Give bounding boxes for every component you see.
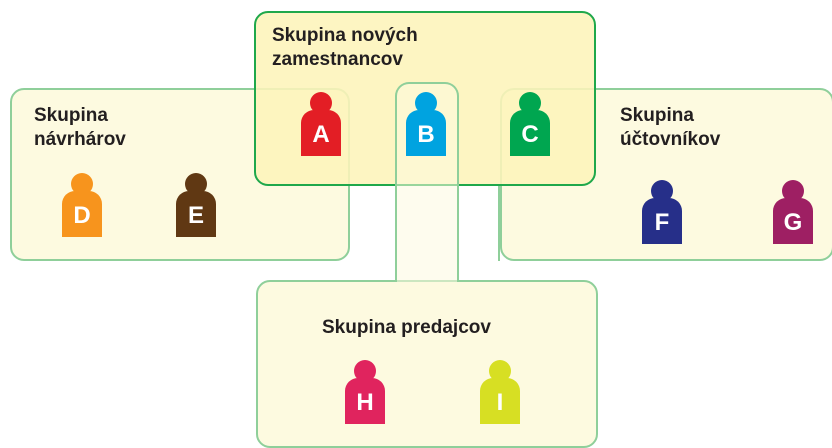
person-b-icon: B — [406, 92, 446, 156]
person-d-head — [71, 173, 93, 195]
person-h-body: H — [345, 378, 385, 424]
person-g-body: G — [773, 198, 813, 244]
person-f-body: F — [642, 198, 682, 244]
person-c-icon: C — [510, 92, 550, 156]
person-b-body: B — [406, 110, 446, 156]
person-e-letter: E — [187, 202, 204, 229]
group-sales-label: Skupina predajcov — [322, 317, 491, 338]
group-accountants-label: Skupina účtovníkov — [620, 105, 721, 150]
person-a-head — [310, 92, 332, 114]
person-f-letter: F — [654, 209, 670, 236]
person-h-icon: H — [345, 360, 385, 424]
person-b-head — [415, 92, 437, 114]
person-a-body: A — [301, 110, 341, 156]
group-new-employees-label: Skupina nových zamestnancov — [272, 25, 418, 70]
person-f-head — [651, 180, 673, 202]
person-d-body: D — [62, 191, 102, 237]
person-e-icon: E — [176, 173, 216, 237]
person-a-icon: A — [301, 92, 341, 156]
person-b-letter: B — [417, 121, 435, 148]
person-e-body: E — [176, 191, 216, 237]
person-h-head — [354, 360, 376, 382]
person-g-letter: G — [783, 209, 803, 236]
person-c-letter: C — [521, 121, 539, 148]
person-a-letter: A — [312, 121, 330, 148]
person-g-icon: G — [773, 180, 813, 244]
person-c-body: C — [510, 110, 550, 156]
person-i-body: I — [480, 378, 520, 424]
group-designers-label: Skupina návrhárov — [34, 105, 126, 150]
person-f-icon: F — [642, 180, 682, 244]
person-c-head — [519, 92, 541, 114]
person-i-head — [489, 360, 511, 382]
person-e-head — [185, 173, 207, 195]
group-sales-box — [256, 280, 598, 448]
person-i-letter: I — [496, 389, 504, 416]
connector-c-edge — [498, 186, 500, 261]
person-i-icon: I — [480, 360, 520, 424]
person-d-icon: D — [62, 173, 102, 237]
person-h-letter: H — [356, 389, 374, 416]
person-g-head — [782, 180, 804, 202]
person-d-letter: D — [73, 202, 91, 229]
